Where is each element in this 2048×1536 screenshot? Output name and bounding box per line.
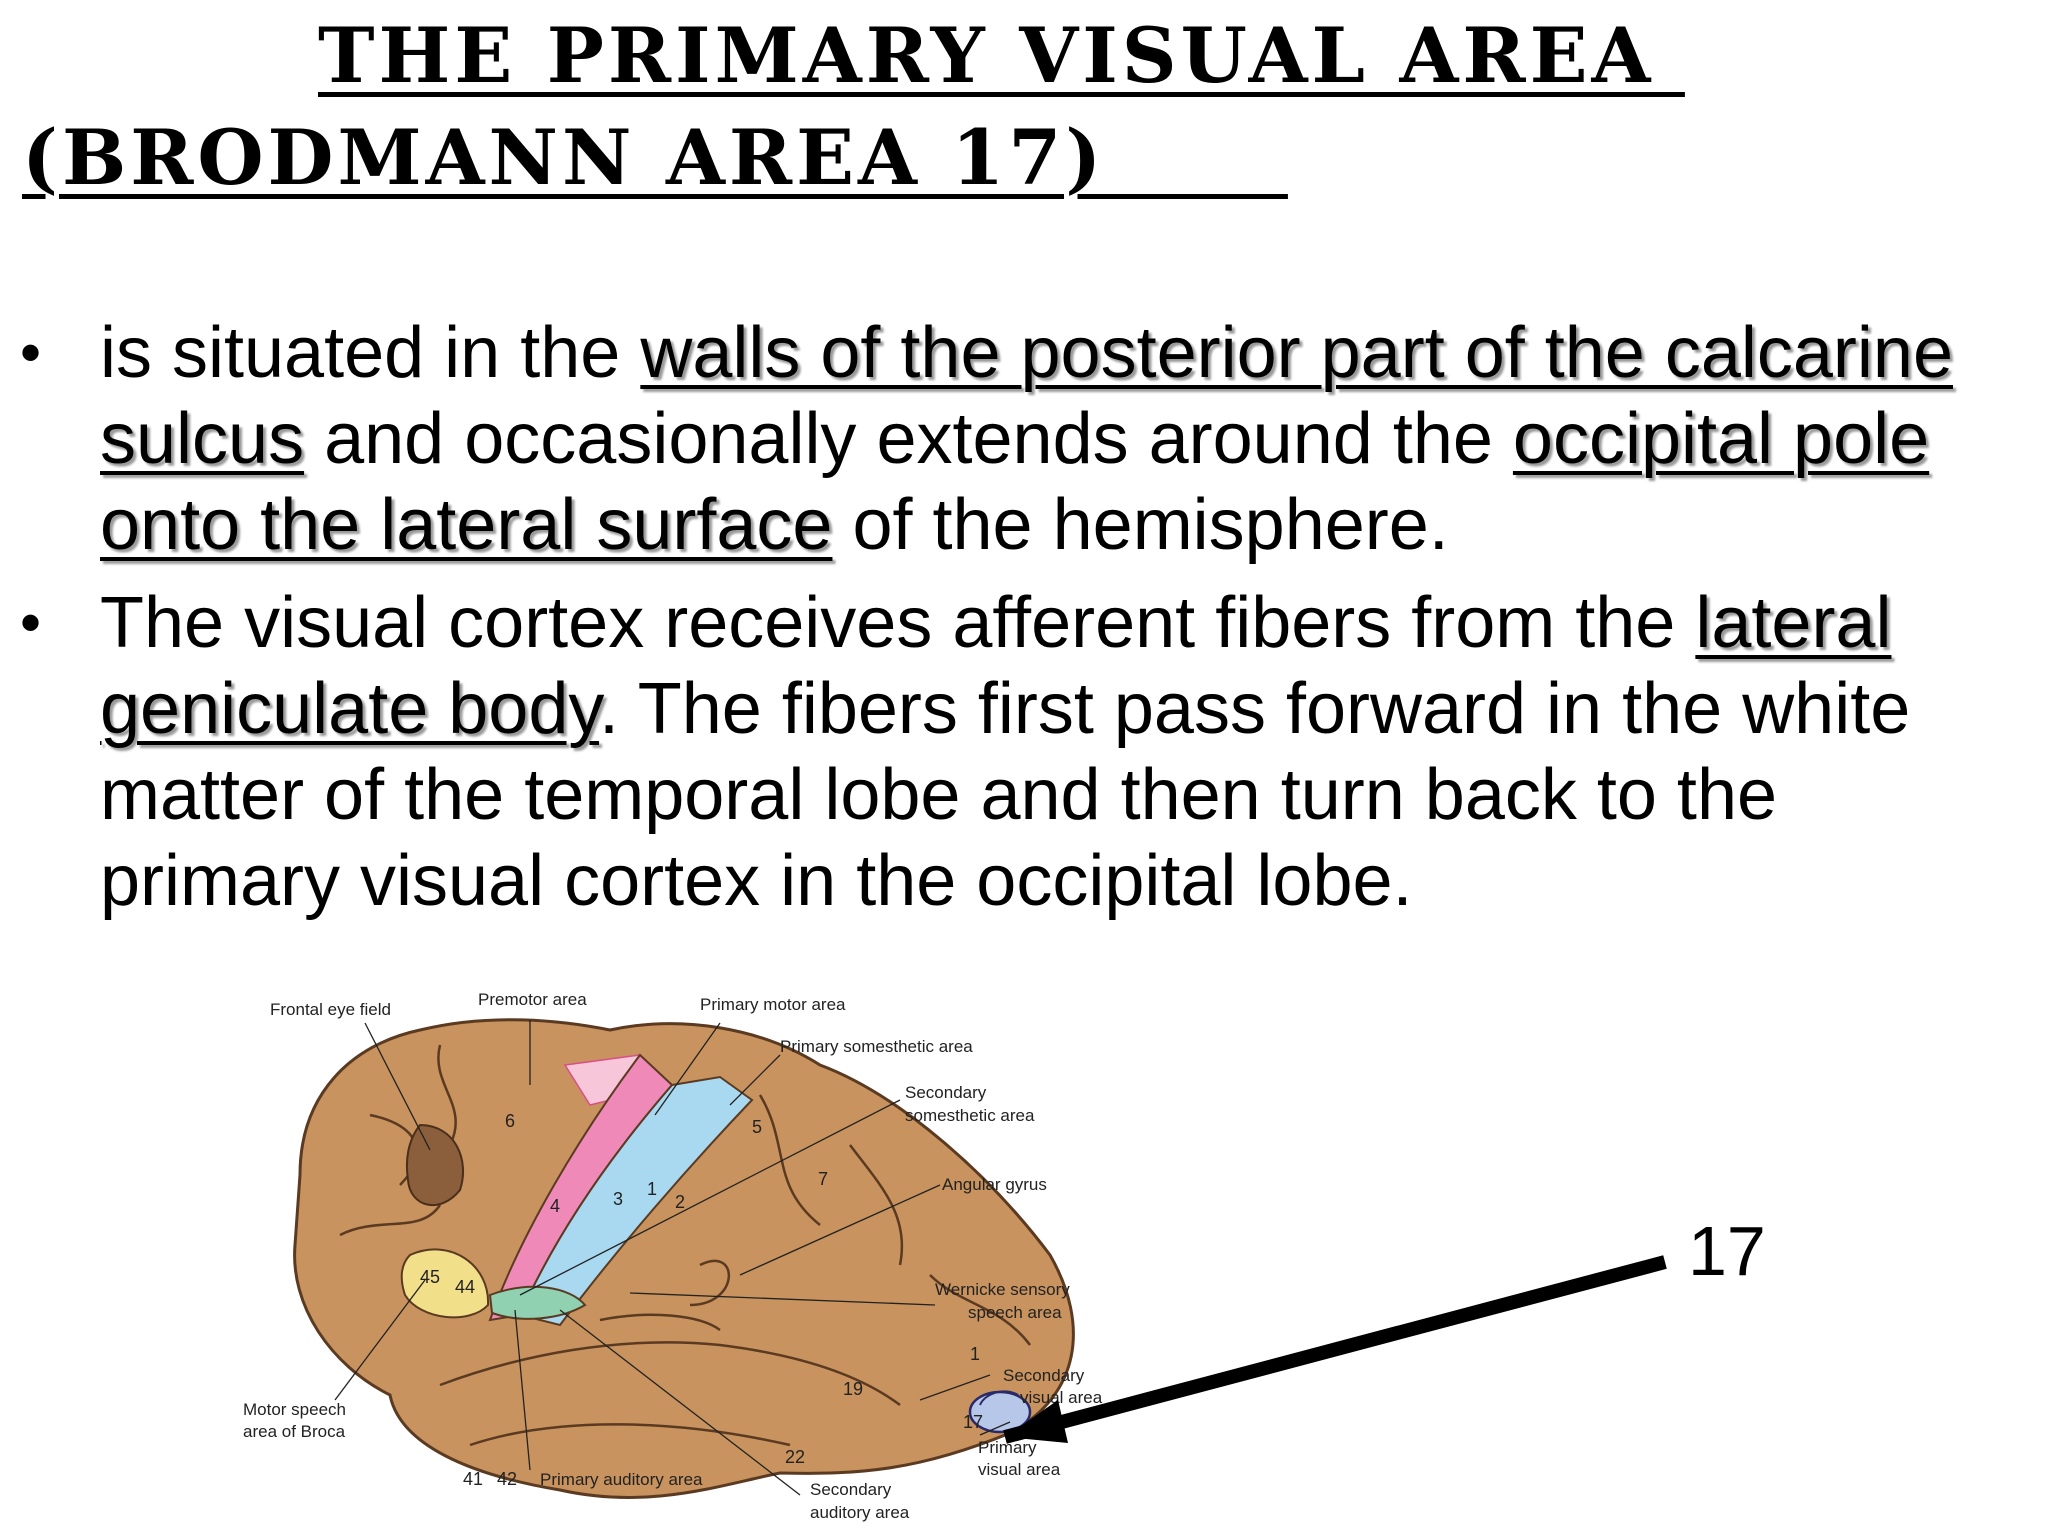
gyrus-line [929,1274,1031,1346]
bullet-dot: • [20,319,42,386]
area-number-5: 5 [752,1117,762,1137]
leader-lines [334,1020,1011,1496]
broca-area [400,1248,490,1319]
label-broca-1: Motor speech [243,1400,346,1419]
area-number-7: 7 [818,1169,828,1189]
area-number-6: 6 [505,1111,515,1131]
brain-outline [293,1018,1075,1499]
underlined-term-lgb: lateral geniculate body [100,583,1892,749]
label-broca-2: area of Broca [243,1422,346,1441]
bullet-text-part: and occasionally extends around the [304,399,1513,479]
bullet-text: The visual cortex receives afferent fibe… [100,583,1910,921]
secondary-visual-area [979,1390,1019,1406]
label-frontal-eye-field: Frontal eye field [270,1000,391,1019]
area-number-42: 42 [497,1469,517,1489]
label-secondary-visual-2: visual area [1020,1388,1103,1407]
callout-number: 17 [1688,1212,1766,1290]
label-wernicke-1: Wernicke sensory [935,1280,1070,1299]
bullet-dot: • [20,589,42,656]
gyrus-line [758,1094,821,1226]
bullet-list: • is situated in the walls of the poster… [20,310,2030,936]
somesthetic-strip [518,1075,754,1327]
gyrus-line [469,1423,791,1447]
area-number-19: 19 [843,1379,863,1399]
callout-arrow-shaft [1003,1255,1667,1444]
gyrus-line [689,1259,731,1307]
callout-arrow-head [1005,1400,1068,1443]
bullet-text-part: of the hemisphere. [832,485,1449,565]
area-number-41: 41 [463,1469,483,1489]
label-primary-somesthetic-area: Primary somesthetic area [780,1037,973,1056]
gyrus-line [439,1341,901,1407]
page-title-line-1: THE PRIMARY VISUAL AREA [318,11,1685,100]
area-number-1: 1 [647,1179,657,1199]
bullet-text-part: is situated in the [100,313,641,393]
label-secondary-visual-1: Secondary [1003,1366,1085,1385]
bullet-text: is situated in the walls of the posterio… [100,313,1953,565]
label-angular-gyrus: Angular gyrus [942,1175,1047,1194]
brain-lateral-diagram: Frontal eye field Premotor area Primary … [0,975,2048,1536]
gyrus-line [599,1313,721,1332]
label-secondary-somesthetic-2: somesthetic area [905,1106,1035,1125]
gyrus-line [437,1044,457,1146]
bullet-text-part: . The fibers first pass forward in the w… [100,669,1911,921]
area-number-4: 4 [550,1196,560,1216]
underlined-term-occipital-pole: occipital pole onto the lateral surface [100,399,1930,565]
label-secondary-somesthetic-1: Secondary [905,1083,987,1102]
area-number-18: 1 [970,1344,980,1364]
underlined-term-calcarine: walls of the posterior part of the calca… [100,313,1953,479]
bullet-item-afferents: • The visual cortex receives afferent fi… [20,580,2030,924]
gyrus-line [339,1204,442,1237]
area-number-44: 44 [455,1277,475,1297]
label-premotor-area: Premotor area [478,990,587,1009]
bullet-item-location: • is situated in the walls of the poster… [20,310,2030,568]
area-number-2: 2 [675,1192,685,1212]
area-number-45: 45 [420,1267,440,1287]
bullet-text-part: The visual cortex receives afferent fibe… [100,583,1696,663]
frontal-eye-field [405,1123,465,1207]
gyrus-line [849,1144,904,1266]
label-secondary-auditory-1: Secondary [810,1480,892,1499]
label-wernicke-2: speech area [968,1303,1062,1322]
label-secondary-auditory-2: auditory area [810,1503,910,1522]
label-primary-motor-area: Primary motor area [700,995,846,1014]
page-title-line-2: (BRODMANN AREA 17) [22,113,1288,202]
area-number-3: 3 [613,1189,623,1209]
area-number-22: 22 [785,1447,805,1467]
area-number-17: 17 [963,1412,983,1432]
label-primary-visual-2: visual area [978,1460,1061,1479]
label-primary-auditory-area: Primary auditory area [540,1470,703,1489]
label-primary-visual-1: Primary [978,1438,1037,1457]
brain-diagram-svg: Frontal eye field Premotor area Primary … [220,975,1766,1536]
